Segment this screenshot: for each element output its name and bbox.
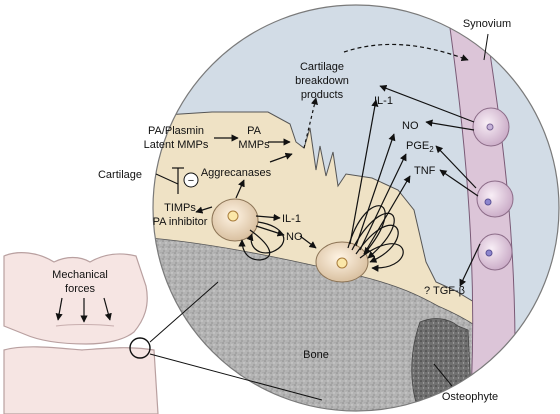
synovial-nucleus	[486, 123, 494, 131]
label-tgf-beta: ? TGF-β	[424, 285, 465, 297]
arrow-to-synovium-dashed	[343, 43, 469, 62]
arrow-to-timps	[195, 206, 213, 214]
cartilage-leader	[155, 173, 179, 185]
arrow-to-il1	[255, 213, 281, 222]
label-osteophyte: Osteophyte	[442, 391, 498, 403]
label-cartilage: Cartilage	[98, 169, 142, 181]
label-pa-plasmin: PA/Plasmin	[148, 125, 204, 137]
magnifier-line-bottom	[149, 353, 323, 401]
inhibition-symbol	[183, 172, 199, 188]
label-il1-left: IL-1	[282, 213, 301, 225]
label-synovium: Synovium	[463, 18, 511, 30]
label-mmps: MMPs	[238, 139, 270, 151]
arrow-syn-no	[425, 119, 475, 131]
chondrocyte-left	[211, 198, 259, 242]
arrow-to-pge2	[359, 153, 407, 251]
arrow-syn-pge2	[435, 145, 477, 189]
label-pge2-main: PGE	[406, 140, 429, 152]
loop-right-cell-2	[355, 224, 399, 263]
label-pge2-sub: 2	[429, 145, 434, 154]
arrows	[172, 43, 481, 287]
osteophyte-leader	[433, 363, 453, 387]
label-breakdown-1: Cartilage	[300, 61, 344, 73]
loop-right-cell-4	[347, 205, 386, 255]
label-mechanical: Mechanical	[52, 269, 108, 281]
label-tnf: TNF	[414, 165, 436, 177]
knee-joint-icon	[3, 252, 323, 414]
arrow-syn-tnf	[439, 169, 479, 197]
inhibition-minus: −	[188, 175, 194, 187]
arrow-no-right-cell	[299, 235, 317, 249]
label-pa: PA	[247, 125, 262, 137]
arrow-to-no-right	[355, 133, 396, 247]
loop-right-cell-3	[351, 212, 395, 259]
label-breakdown-2: breakdown	[295, 75, 349, 87]
synovial-cells	[472, 107, 514, 271]
synovium-leader	[483, 33, 489, 61]
arrow-to-aggrecanases	[235, 179, 245, 199]
arrow-to-no	[255, 225, 285, 237]
label-breakdown-3: products	[301, 89, 344, 101]
arrow-to-breakdown	[303, 97, 318, 149]
synovial-nucleus	[485, 249, 493, 257]
arrow-syn-tgf	[459, 243, 481, 287]
label-no-right: NO	[402, 120, 419, 132]
arrow-to-il1-right	[349, 99, 379, 245]
label-timps: TIMPs	[164, 202, 196, 214]
focus-circle	[129, 337, 151, 359]
label-aggrecanases: Aggrecanases	[201, 167, 272, 179]
magnifier-line-top	[149, 281, 219, 343]
label-pa-inhibitor: PA inhibitor	[153, 216, 208, 228]
magnifier-outline	[152, 4, 560, 412]
label-latent-mmps: Latent MMPs	[144, 139, 209, 151]
loop-right-cell-1	[359, 243, 404, 272]
label-no-left: NO	[286, 231, 303, 243]
label-bone: Bone	[303, 349, 329, 361]
synovial-nucleus	[484, 198, 492, 206]
chondrocyte-right	[315, 241, 369, 283]
synovial-cell	[477, 233, 513, 271]
loop-left-cell-1	[246, 221, 285, 254]
arrow-syn-il1	[379, 84, 475, 123]
arrow-to-tnf	[363, 175, 411, 255]
arrow-aggrecanases	[269, 152, 293, 163]
label-pge2: PGE2	[406, 140, 434, 154]
loop-left-cell-2	[238, 229, 271, 261]
label-forces: forces	[65, 283, 95, 295]
label-il1-right: IL-1	[374, 95, 393, 107]
synovial-cell	[476, 180, 514, 218]
